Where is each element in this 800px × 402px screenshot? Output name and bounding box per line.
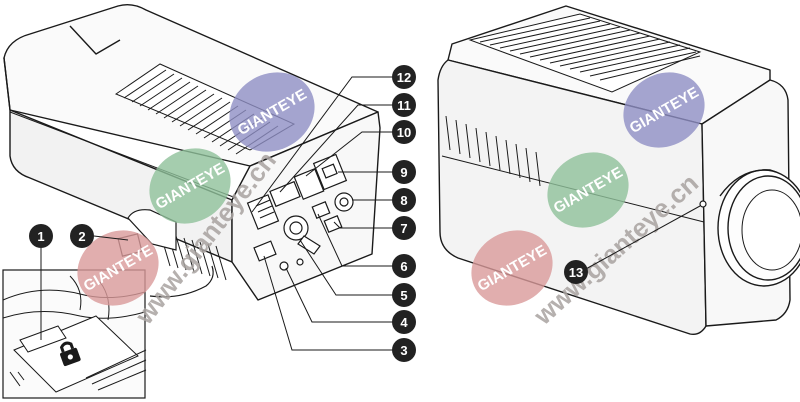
callout-6: 6 (392, 254, 416, 278)
lock-icon (59, 341, 81, 367)
svg-text:7: 7 (400, 221, 407, 236)
callouts: 12 11 10 9 8 7 6 5 4 3 2 1 13 (29, 65, 588, 362)
svg-text:1: 1 (37, 229, 44, 244)
watermark-logo-blue-right: GIANTEYE (623, 72, 705, 148)
callout-4: 4 (392, 310, 416, 334)
svg-text:10: 10 (397, 125, 411, 140)
svg-text:5: 5 (400, 288, 407, 303)
watermark-logo-green-right: GIANTEYE (547, 152, 629, 228)
watermark-logo-red-left: GIANTEYE (77, 230, 159, 306)
svg-text:3: 3 (400, 343, 407, 358)
callout-3: 3 (392, 338, 416, 362)
left-side-fins (159, 231, 227, 281)
callout-2: 2 (70, 224, 94, 248)
callout-13: 13 (564, 260, 588, 284)
callout-8: 8 (392, 188, 416, 212)
watermark-logo-red-right: GIANTEYE (471, 230, 553, 306)
svg-text:6: 6 (400, 259, 407, 274)
lens (717, 169, 800, 287)
right-heatsink (468, 13, 702, 93)
svg-text:11: 11 (397, 98, 411, 113)
callout-7: 7 (392, 216, 416, 240)
svg-text:12: 12 (397, 70, 411, 85)
svg-text:13: 13 (569, 265, 583, 280)
callout-5: 5 (392, 283, 416, 307)
leader-lines (40, 76, 701, 351)
svg-text:2: 2 (78, 229, 85, 244)
svg-text:8: 8 (400, 193, 407, 208)
callout-9: 9 (392, 160, 416, 184)
callout-1: 1 (29, 224, 53, 248)
svg-text:9: 9 (400, 165, 407, 180)
svg-text:4: 4 (400, 315, 408, 330)
watermark-logo-blue-left: GIANTEYE (229, 72, 315, 152)
status-led (699, 200, 707, 208)
left-connectors (246, 153, 354, 271)
callout-10: 10 (392, 120, 416, 144)
callout-11: 11 (392, 93, 416, 117)
right-side-fins (445, 115, 541, 187)
watermark-logo-green-left: GIANTEYE (149, 148, 231, 224)
callout-12: 12 (392, 65, 416, 89)
